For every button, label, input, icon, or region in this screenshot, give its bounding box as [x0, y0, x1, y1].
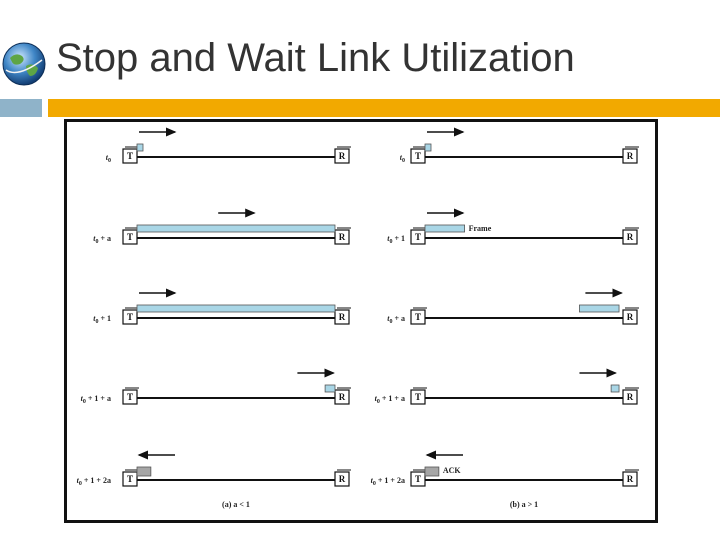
frame-packet: [579, 304, 620, 313]
time-label: t0 + 1 + a: [81, 394, 111, 405]
receiver-label: R: [339, 474, 346, 484]
ack-label: ACK: [443, 466, 462, 475]
transmitter-label: T: [415, 232, 421, 242]
ack-packet: [424, 466, 440, 477]
time-label: t0 + 1 + 2a: [77, 476, 111, 487]
time-label: t0: [400, 153, 405, 164]
transmitter-label: T: [415, 392, 421, 402]
frame-label: Frame: [469, 224, 492, 233]
time-label: t0 + 1: [387, 234, 405, 245]
transmitter-label: T: [127, 474, 133, 484]
transmitter-label: T: [415, 312, 421, 322]
receiver-label: R: [627, 232, 634, 242]
transmitter-label: T: [127, 312, 133, 322]
transmitter-label: T: [415, 151, 421, 161]
frame-packet: [136, 224, 336, 233]
time-label: t0 + a: [387, 314, 405, 325]
receiver-label: R: [339, 312, 346, 322]
transmitter-label: T: [127, 151, 133, 161]
frame-packet: [324, 384, 336, 393]
time-label: t0 + 1 + 2a: [371, 476, 405, 487]
receiver-label: R: [627, 312, 634, 322]
panel-caption: (b) a > 1: [510, 500, 538, 509]
slide-title: Stop and Wait Link Utilization: [56, 36, 575, 80]
frame-packet: [610, 384, 620, 393]
frame-packet: [136, 304, 336, 313]
receiver-label: R: [627, 474, 634, 484]
transmitter-label: T: [127, 232, 133, 242]
time-label: t0 + 1 + a: [375, 394, 405, 405]
frame-packet: [424, 224, 465, 233]
receiver-label: R: [339, 232, 346, 242]
time-label: t0 + 1: [93, 314, 111, 325]
frame-packet: [136, 143, 144, 152]
receiver-label: R: [627, 392, 634, 402]
receiver-label: R: [627, 151, 634, 161]
accent-block: [0, 99, 42, 117]
frame-packet: [424, 143, 432, 152]
transmitter-label: T: [127, 392, 133, 402]
receiver-label: R: [339, 392, 346, 402]
ack-packet: [136, 466, 152, 477]
time-label: t0: [106, 153, 111, 164]
globe-logo-icon: [0, 40, 48, 88]
accent-bar: [48, 99, 720, 117]
transmitter-label: T: [415, 474, 421, 484]
panel-caption: (a) a < 1: [222, 500, 250, 509]
receiver-label: R: [339, 151, 346, 161]
time-label: t0 + a: [93, 234, 111, 245]
